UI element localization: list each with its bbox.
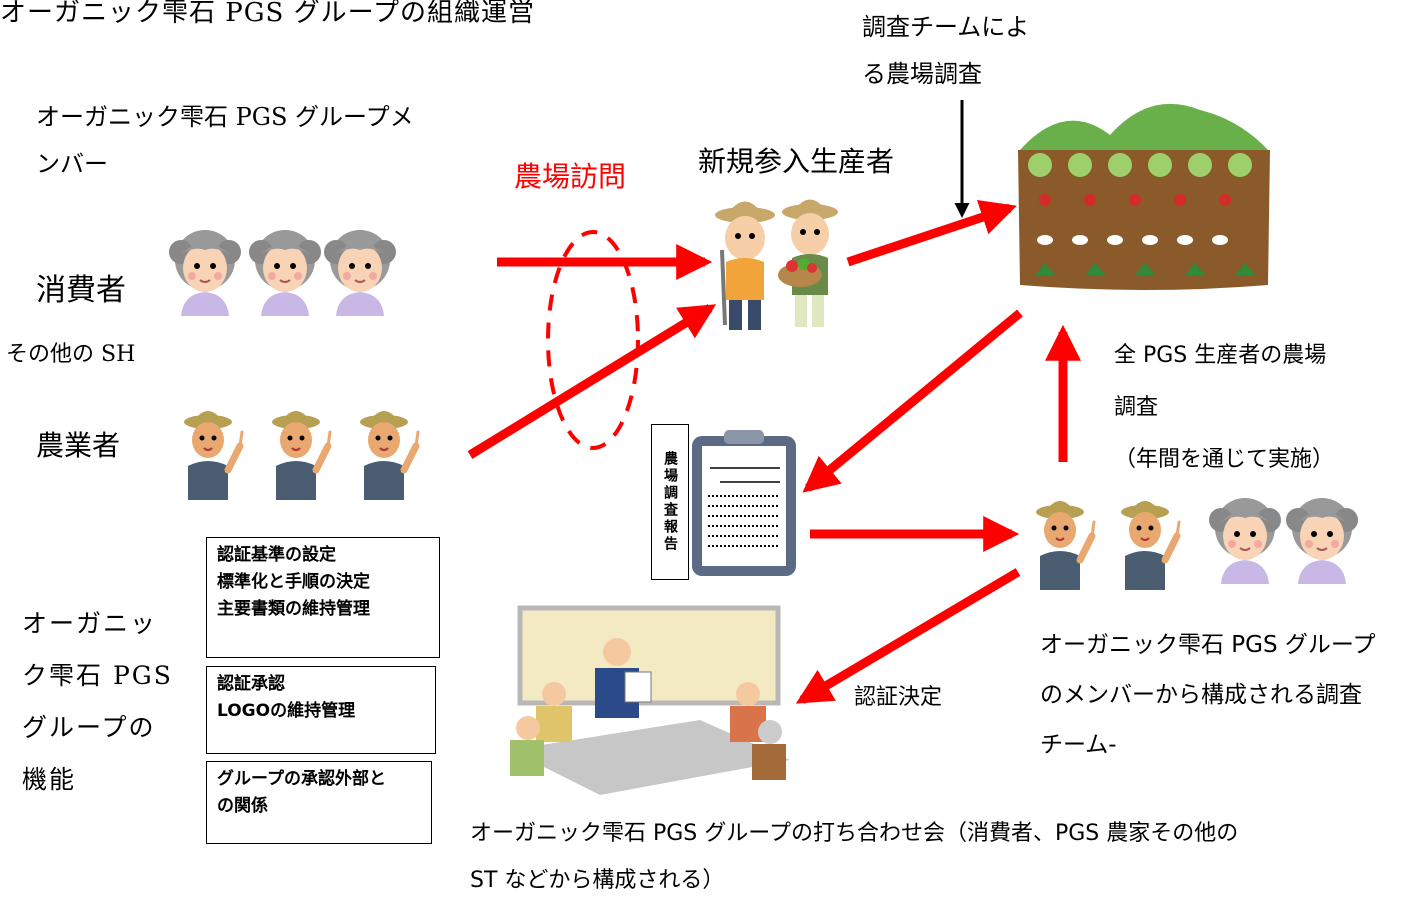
elderly-woman-icon <box>168 229 242 317</box>
farm-visit-group-outline <box>546 230 640 450</box>
consumer-label: 消費者 <box>36 273 126 308</box>
member-caption: オーガニック雫石 PGS グループメ ンバー <box>36 103 414 178</box>
function-box-external: グループの承認外部と の関係 <box>206 761 432 844</box>
farm-visit-label: 農場訪問 <box>514 160 627 193</box>
elderly-woman-icon <box>1285 497 1359 585</box>
farmer-icon <box>1036 501 1094 590</box>
farmer-label: 農業者 <box>36 429 121 462</box>
young-farmers-icon <box>715 199 838 330</box>
clipboard-report-icon <box>692 430 796 576</box>
farmer-icon <box>272 411 330 500</box>
elderly-woman-icon <box>1208 497 1282 585</box>
function-box-standards: 認証基準の設定 標準化と手順の決定 主要書類の維持管理 <box>206 537 440 658</box>
function-box-approval: 認証承認 LOGOの維持管理 <box>206 666 436 754</box>
arrow-team-to-meeting <box>795 568 1021 704</box>
meeting-caption: オーガニック雫石 PGS グループの打ち合わせ会（消費者、PGS 農家その他の … <box>470 821 1239 893</box>
farmer-icon <box>184 411 242 500</box>
arrow-newproducer-to-farm <box>846 200 1017 267</box>
report-label-box: 農場調査報告 <box>651 424 689 580</box>
farmer-icon <box>360 411 418 500</box>
cert-decision-label: 認証決定 <box>854 685 943 710</box>
other-sh-label: その他の SH <box>6 342 136 367</box>
arrow-farmer-to-newproducer <box>467 304 717 459</box>
team-caption: オーガニック雫石 PGS グループ のメンバーから構成される調査 チーム- <box>1040 632 1376 758</box>
arrow-farm-to-report <box>802 309 1023 493</box>
meeting-icon <box>510 605 790 795</box>
elderly-woman-icon <box>248 229 322 317</box>
farm-field-icon <box>1018 103 1270 290</box>
new-producer-label: 新規参入生産者 <box>698 145 895 178</box>
farmer-icon <box>1121 501 1179 590</box>
arrows <box>467 200 1081 704</box>
survey-team-caption: 調査チームによ る農場調査 <box>862 13 1030 88</box>
function-label: オーガニッ ク雫石 PGS グループの 機能 <box>22 609 173 794</box>
all-survey-label: 全 PGS 生産者の農場 調査 （年間を通じて実施） <box>1114 343 1335 472</box>
page-title: オーガニック雫石 PGS グループの組織運営 <box>0 0 536 28</box>
elderly-woman-icon <box>323 229 397 317</box>
